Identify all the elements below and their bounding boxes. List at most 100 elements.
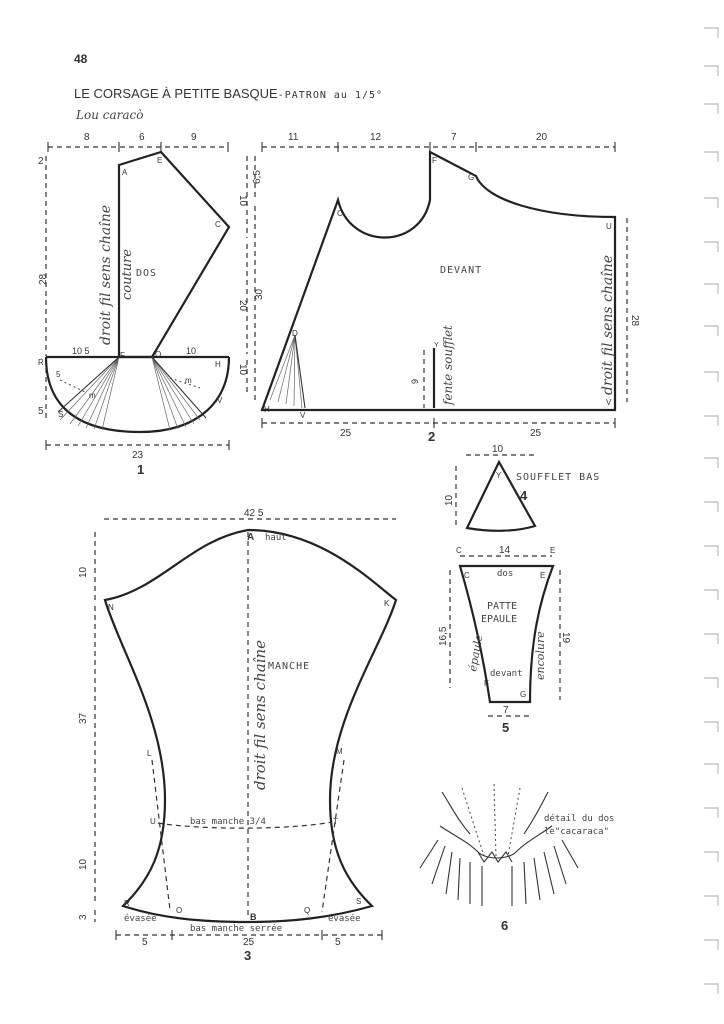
fig1-grain: droit fil sens chaîne [98,205,114,345]
fig1-dim-top-3: 9 [191,132,197,143]
title-suffix: -PATRON au 1/5° [278,90,383,101]
fig4-label: SOUFFLET BAS [516,472,600,483]
fig2-point-V2: V [606,398,612,407]
fig1-dim-left-top: 2 [38,156,44,167]
fig1-number: 1 [137,462,144,477]
fig1-dim-right-b: 20 [237,300,248,312]
fig2-dim-bottom-1: 25 [340,428,352,439]
fig5-point-G: G [520,690,526,699]
fig3-dim-bottom-1: 5 [142,937,148,948]
fig3-number: 3 [244,948,251,963]
fig2-dim-top-2: 12 [370,132,382,143]
fig2-dim-slit: 9 [410,379,420,384]
fig1-dim-basque-left: 10 5 [72,346,90,356]
fig4-dim-top: 10 [492,444,504,455]
fig1-dim-top-2: 6 [139,132,145,143]
fig2-dim-top-4: 20 [536,132,548,143]
fig3-point-R: R [124,899,130,908]
fig1-dim-bottom: 23 [132,450,144,461]
fig1-point-R: R [38,358,44,367]
fig5-dim-top: 14 [499,545,511,556]
subtitle: Lou caracò [75,108,143,122]
fig2-dim-left-a: 6,5 [252,170,263,184]
figure-3-manche: 42 5 10 37 10 3 A haut N K MANCHE droit … [78,508,398,963]
fig3-point-A: A [247,532,254,543]
fig1-point-S: S [58,410,63,419]
fig2-point-D: D [292,329,298,338]
fig5-label-1: PATTE [487,601,517,612]
fig4-number: 4 [520,488,528,503]
fig1-point-V: V [217,396,223,405]
fig2-dim-bottom-2: 25 [530,428,542,439]
fig3-dim-top: 42 5 [244,508,264,519]
fig1-point-F: F [120,351,125,360]
fig1-dim-right-a: 10 [237,195,248,207]
fig2-number: 2 [428,429,435,444]
fig5-top-word: dos [497,569,513,579]
figure-5-patte-epaule: C E 14 16,5 19 C E F G dos PATTE EPAULE … [438,545,571,735]
fig2-slit-label: fente soufflet [441,325,455,406]
fig1-dim-small-b: m [89,391,96,400]
fig2-label-devant: DEVANT [440,265,482,276]
fig1-dim-small-c: m [185,376,192,385]
fig3-dim-bottom-2: 25 [243,937,255,948]
fig3-flare-right: évasée [328,913,361,924]
fig1-point-C: C [215,220,221,229]
figure-6-detail: détail du dos le"cacaraca" 6 [419,783,614,933]
fig3-point-Q: Q [304,906,310,915]
fig1-dim-right-c: 10 [237,364,248,376]
fig3-dim-left-d: 3 [78,914,89,920]
fig3-point-B: B [250,912,257,922]
fig5-bottom-word: devant [490,669,523,679]
figure-2-devant: 11 12 7 20 6,5 30 28 9 fente soufflet F … [252,132,640,444]
fig5-number: 5 [502,720,509,735]
fig3-line-three-quarter: bas manche 3/4 [190,817,266,827]
fig1-dim-top-1: 8 [84,132,90,143]
fig3-dim-left-b: 37 [78,712,89,724]
fig3-label: MANCHE [268,661,310,672]
fig3-line-bottom: bas manche serrée [190,923,282,934]
fig1-dim-left-bottom: 5 [38,406,44,417]
fig1-dim-left-main: 28 [38,273,49,285]
fig3-point-O: O [176,906,182,915]
fig1-point-H: H [215,360,221,369]
fig3-flare-left: évasée [124,913,157,924]
fig3-point-M: M [336,747,343,756]
fig2-point-F: F [432,156,437,165]
figure-4-soufflet: 10 10 Y SOUFFLET BAS 4 [444,444,600,532]
fig5-label-2: EPAULE [481,614,517,625]
fig5-point-C-top: C [456,546,462,555]
page-number: 48 [74,52,88,66]
fig2-point-C: C [337,209,343,218]
fig3-point-K: K [384,599,390,608]
fig1-dim-basque-right: 10 [186,346,196,356]
fig5-left-word: épaule [466,633,485,672]
fig3-point-T: T [333,817,338,826]
fig2-dim-right: 28 [629,315,640,327]
fig3-point-U: U [150,817,156,826]
fig4-dim-left: 10 [444,494,455,506]
fig4-point-Y: Y [496,471,502,480]
fig2-dim-left-b: 30 [254,288,265,300]
fig2-point-V: V [300,411,306,420]
fig2-point-Y: Y [434,342,439,349]
fig2-point-G: G [468,173,474,182]
fig6-caption-line1: détail du dos [544,813,614,824]
fig5-point-E-top: E [550,546,555,555]
fig5-dim-left: 16,5 [438,626,449,646]
fig2-point-H: H [264,405,270,414]
fig1-point-E: E [157,156,162,165]
fig3-dim-bottom-3: 5 [335,937,341,948]
fig2-grain: droit fil sens chaîne [600,255,616,395]
fig5-point-E: E [540,571,545,580]
fig3-dim-left-a: 10 [78,566,89,578]
fig5-dim-bottom: 7 [503,705,509,716]
fig2-dim-top-1: 11 [288,132,299,143]
fig5-right-word: encolure [534,631,547,680]
figure-1-dos: 8 6 9 2 28 5 10 20 10 A E C R F O H S V … [38,132,248,477]
fig2-dim-top-3: 7 [451,132,457,143]
fig5-point-F: F [484,679,489,688]
fig1-point-O: O [155,350,161,359]
fig3-top-word: haut [265,533,287,543]
